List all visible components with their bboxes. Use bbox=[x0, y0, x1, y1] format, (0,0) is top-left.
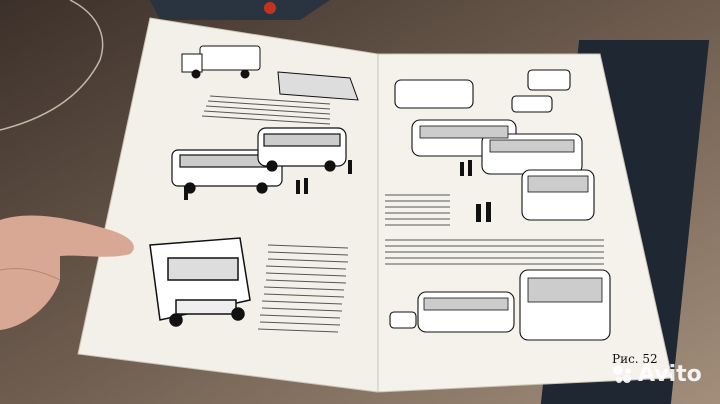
bus-drawing-2 bbox=[257, 127, 347, 172]
hand bbox=[0, 215, 134, 330]
avito-text: Avito bbox=[638, 362, 702, 387]
truck-drawing bbox=[181, 45, 359, 101]
bus-front-drawing bbox=[149, 237, 251, 327]
avito-watermark: Avito bbox=[612, 362, 702, 387]
bus-drawing-e bbox=[394, 79, 474, 109]
bus-drawing-1 bbox=[171, 149, 283, 194]
avito-logo-icon bbox=[613, 364, 631, 383]
figure-label: Рис. 52 bbox=[612, 352, 658, 366]
